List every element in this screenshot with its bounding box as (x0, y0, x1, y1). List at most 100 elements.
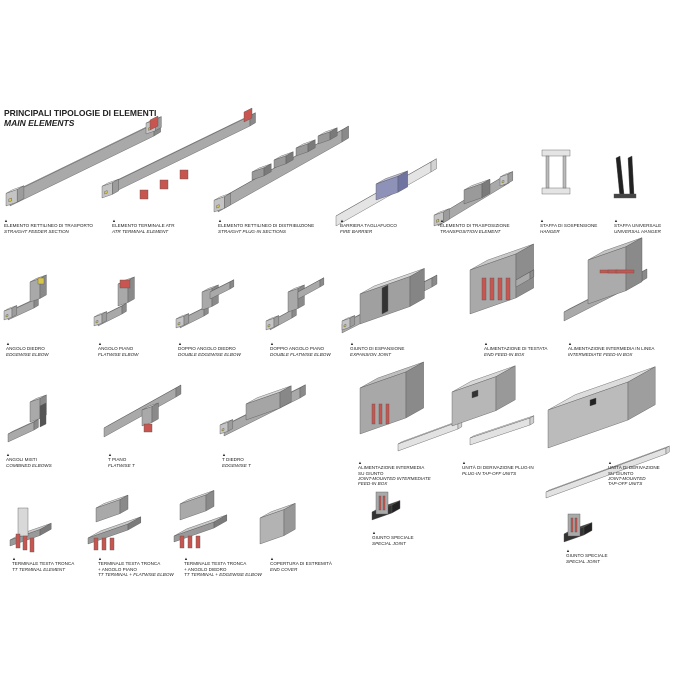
sj1-body (375, 491, 389, 515)
element-figure-4 (433, 152, 524, 227)
et-end-tab (221, 428, 225, 432)
de-bar3-front (209, 281, 231, 300)
caption-italian: T DIEDRO (222, 457, 244, 463)
transp-box-side (481, 179, 491, 198)
caption-italian: ELEMENTO TERMINALE ATR (112, 223, 175, 229)
tt-plate (17, 507, 29, 537)
jmif-ghost-front (397, 421, 459, 452)
caption-italian: COPERTURA DI ESTREMITÀ (270, 561, 332, 567)
transp-end-side (443, 208, 450, 223)
caption-english: DOUBLE EDGEWISE ELBOW (178, 351, 241, 357)
element-figure-14 (4, 394, 54, 450)
ttf-lug-0 (93, 537, 99, 551)
jmif-bar-1 (378, 403, 383, 425)
element-figure-2 (212, 114, 352, 220)
caption-italian: DOPPIO ANGOLO PIANO (270, 346, 325, 352)
sj1-bar1 (378, 495, 382, 511)
element-drawing-22 (173, 490, 227, 549)
caption-italian: ANGOLO DIEDRO (6, 346, 45, 352)
ttf-lug-1 (101, 537, 107, 551)
tte-elbow-side (205, 490, 215, 512)
plugin-end-side (224, 192, 231, 209)
caption-italian: TERMINALE TESTA TRONCA (98, 561, 161, 567)
element-figure-9 (175, 279, 238, 340)
caption-italian: SU GIUNTO (608, 470, 634, 476)
element-drawing-1 (101, 107, 256, 200)
element-drawing-17 (359, 361, 463, 452)
caption-english: END FEED-IN BOX (484, 351, 525, 357)
caption-english: EDGEWISE ELBOW (6, 351, 49, 357)
jmif-bar-2 (385, 403, 390, 425)
element-drawing-2 (213, 125, 349, 213)
uhanger-right (627, 155, 635, 199)
caption-english: TT TERMINAL + EDGEWISE ELBOW (184, 571, 262, 577)
sj2-bar2 (574, 517, 578, 533)
ft-bar-front (103, 387, 177, 438)
atr-end-tab (104, 190, 108, 195)
exp-end-tab (343, 324, 347, 328)
element-drawing-24 (371, 491, 401, 521)
df-bar2-front (287, 288, 299, 313)
caption-italian: UNITÀ DI DERIVAZIONE PLUG-IN (462, 465, 534, 471)
caption-marker: ▲ (614, 218, 618, 223)
fe-cap (119, 279, 131, 289)
caption-italian: ANGOLI MISTI (6, 457, 37, 463)
plugin-bar-end (341, 125, 349, 143)
atr-lug-0 (139, 189, 149, 200)
intfeed-bar-2 (615, 269, 635, 274)
caption-italian: ANGOLO PIANO (98, 346, 134, 352)
caption-english: EDGEWISE T (222, 462, 251, 468)
element-drawing-20 (9, 507, 52, 553)
hanger-rod-right (562, 155, 567, 189)
tte-lug-0 (179, 535, 185, 549)
caption-marker: ▲ (108, 452, 112, 457)
plugin-outlet-3-side (329, 127, 338, 140)
ft-cap (143, 423, 153, 433)
caption-english: FEED-IN BOX (358, 481, 388, 487)
plugin-outlet-0-side (263, 163, 272, 176)
caption-english: FLATWISE T (108, 462, 135, 468)
et-block-side (279, 385, 292, 409)
feeder-end-left-tab (8, 197, 12, 203)
caption-english: SPECIAL JOINT (566, 558, 600, 564)
caption-english: UNIVERSAL HANGER (614, 228, 661, 234)
ce-bar1-front (7, 421, 35, 443)
element-figure-24 (368, 484, 408, 532)
exp-band (381, 284, 389, 315)
atr-end-front (101, 182, 113, 199)
caption-italian: TERMINALE TESTA TRONCA (184, 561, 247, 567)
caption-italian: + ANGOLO PIANO (98, 566, 137, 572)
df-end-side (273, 315, 280, 328)
caption-marker: ▲ (568, 341, 572, 346)
caption-marker: ▲ (112, 218, 116, 223)
caption-marker: ▲ (340, 218, 344, 223)
atr-lug-1 (159, 179, 169, 190)
caption-marker: ▲ (358, 460, 362, 465)
caption-marker: ▲ (462, 460, 466, 465)
ft-bar-end (175, 384, 182, 398)
fire-bar-ghost-end (430, 158, 437, 173)
de-end-tab (177, 322, 181, 326)
element-figure-3 (335, 140, 437, 227)
et-end-side (227, 419, 234, 432)
caption-marker: ▲ (4, 218, 8, 223)
caption-marker: ▲ (350, 341, 354, 346)
endfeed-bar-3 (505, 277, 511, 301)
